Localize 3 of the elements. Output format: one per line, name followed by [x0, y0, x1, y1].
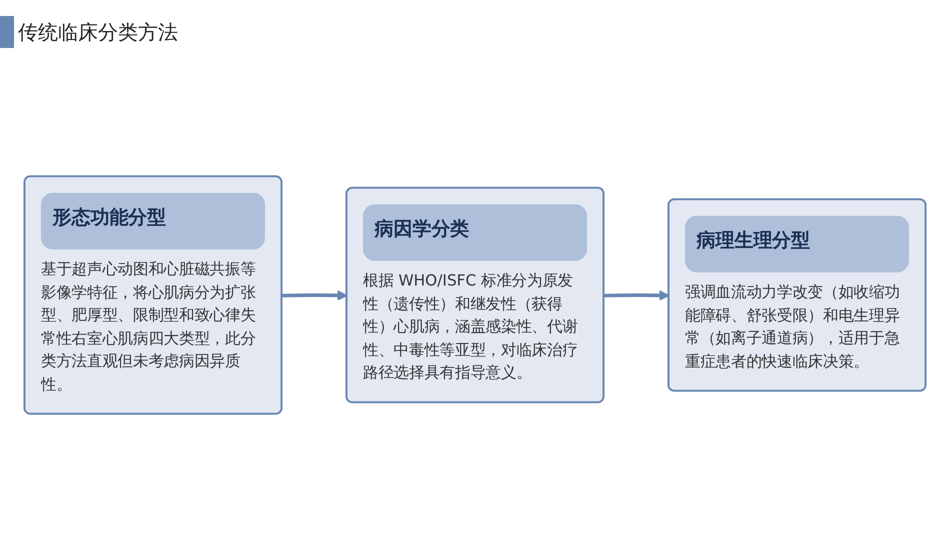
- slide-title: 传统临床分类方法: [18, 18, 178, 46]
- arrow: [282, 290, 348, 301]
- arrow: [604, 290, 670, 301]
